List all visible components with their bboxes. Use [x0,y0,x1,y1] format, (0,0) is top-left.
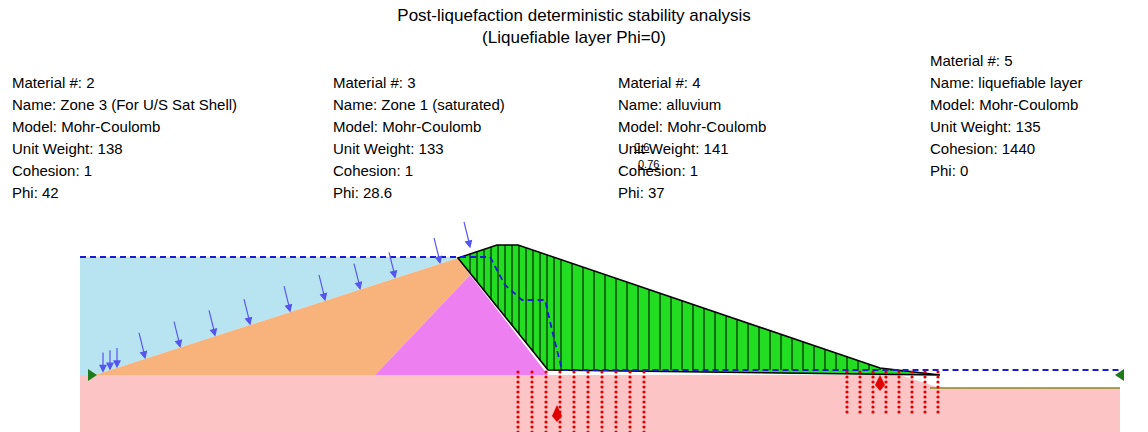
ground-line [930,387,1120,389]
marker [552,405,562,422]
material-property: Cohesion: 1 [12,162,92,179]
pressure-arrows [100,222,471,371]
subtitle: (Liquefiable layer Phi=0) [482,28,666,48]
material-property: Model: Mohr-Coulomb [12,118,160,135]
material-property: Material #: 2 [12,74,95,91]
factor-of-safety: 0.6 [634,141,649,153]
material-property: Unit Weight: 133 [333,140,444,157]
material-property: Name: Zone 3 (For U/S Sat Shell) [12,96,237,113]
slice-lines [470,245,902,372]
foundation [80,375,1120,432]
phreatic-line [80,257,1120,370]
material-property: Phi: 37 [618,184,665,201]
slip-mass [458,245,940,375]
material-property: Model: Mohr-Coulomb [333,118,481,135]
material-property: Model: Mohr-Coulomb [930,96,1078,113]
material-property: Cohesion: 1440 [930,140,1035,157]
boundary-marker [1115,369,1124,381]
material-property: Material #: 3 [333,74,416,91]
search-points [516,370,939,432]
material-property: Unit Weight: 138 [12,140,123,157]
material-property: Material #: 4 [618,74,701,91]
material-property: Name: Zone 1 (saturated) [333,96,505,113]
material-property: Name: alluvium [618,96,721,113]
material-property: Phi: 42 [12,184,59,201]
material-property: Phi: 0 [930,162,968,179]
material-property: Material #: 5 [930,52,1013,69]
marker [875,375,885,391]
boundary-marker [88,369,97,381]
material-property: Phi: 28.6 [333,184,392,201]
factor-of-safety: 0.76 [638,158,659,170]
material-property: Cohesion: 1 [333,162,413,179]
material-property: Unit Weight: 135 [930,118,1041,135]
material-property: Name: liquefiable layer [930,74,1083,91]
diagram-title: Post-liquefaction deterministic stabilit… [397,6,750,26]
material-property: Model: Mohr-Coulomb [618,118,766,135]
